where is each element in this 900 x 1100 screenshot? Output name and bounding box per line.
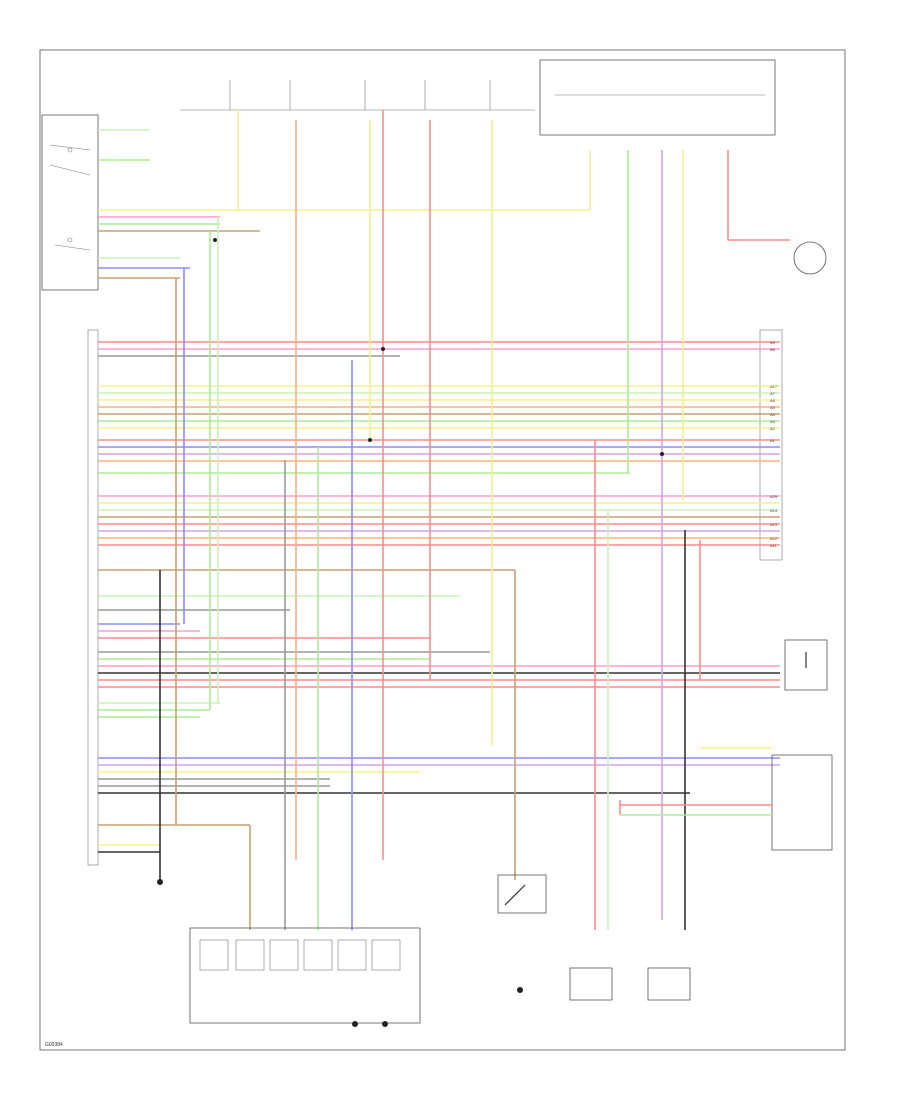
ignition-switch xyxy=(41,114,99,291)
right-pin-label: A29 xyxy=(770,494,778,499)
right-pin-label: A13 xyxy=(770,522,778,527)
right-pin-label: A4 xyxy=(770,412,776,417)
right-pin-label: A3 xyxy=(770,419,776,424)
brake-switch xyxy=(728,239,827,275)
harness-wires xyxy=(98,341,780,853)
right-pin-label: A6 xyxy=(770,398,776,403)
right-pin-label: A17 xyxy=(770,384,778,389)
right-pin-label: A12 xyxy=(770,536,778,541)
right-pin-label: A1 xyxy=(770,438,776,443)
junction-dots xyxy=(213,238,664,456)
diagram-frame xyxy=(39,49,846,1051)
switch-bottom-center xyxy=(497,874,547,914)
pcm-connector-left xyxy=(87,329,99,866)
junction-block-top-right xyxy=(539,59,776,136)
throttle-position-sensor xyxy=(784,639,828,691)
pcm-connector-right xyxy=(759,329,783,561)
right-pin-label: A5 xyxy=(770,405,776,410)
ignition-wires xyxy=(98,129,590,279)
ground-points xyxy=(157,879,523,1027)
right-pin-label: A2 xyxy=(770,426,776,431)
right-pin-label: A11 xyxy=(770,543,778,548)
right-pin-label: B6 xyxy=(770,347,776,352)
fuse-block-top xyxy=(180,80,535,111)
right-pin-label: B5 xyxy=(770,340,776,345)
vehicle-speed-sensor xyxy=(647,967,691,1001)
footer-code: G00384 xyxy=(45,1042,63,1048)
throttle-switch xyxy=(620,747,833,851)
vertical-wires xyxy=(159,110,729,930)
revolution-sensor xyxy=(569,967,613,1001)
right-pin-label: A14 xyxy=(770,508,778,513)
right-pin-label: A7 xyxy=(770,391,776,396)
automatic-transaxle xyxy=(189,927,421,1024)
